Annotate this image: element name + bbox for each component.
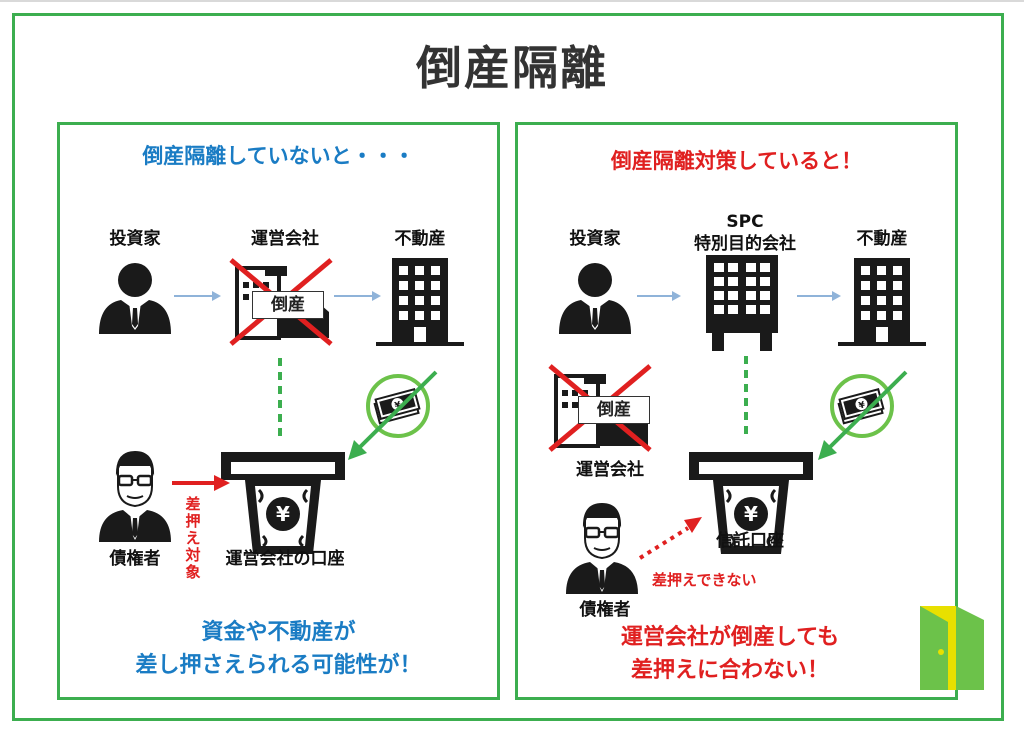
spc-building-icon [706,255,778,351]
property-building-icon [376,258,464,346]
spc-label: SPC [726,212,764,232]
trust-account-label: 信託口座 [716,531,784,551]
creditor-icon [97,449,173,544]
creditor-icon-right [564,501,640,596]
left-panel-heading: 倒産隔離していないと・・・ [142,144,415,168]
company-account-label: 運営会社の口座 [225,549,345,569]
right-panel-heading: 倒産隔離対策していると！ [610,149,863,173]
top-divider [0,0,1024,2]
left-conclusion-line2: 差し押さえられる可能性が！ [135,653,422,678]
creditor-label: 債権者 [109,549,161,569]
atm-account-icon [219,450,347,556]
door-logo-icon [920,606,984,690]
money-icon [366,374,430,438]
left-panel-frame [57,122,500,700]
right-conclusion-line1: 運営会社が倒産しても [620,625,840,650]
right-panel-frame [515,122,958,700]
investor-label-right: 投資家 [569,229,621,249]
seizure-target-label: 差押え対象 [185,495,201,581]
investor-label: 投資家 [109,229,161,249]
company-label: 運営会社 [251,229,319,249]
property-label: 不動産 [394,229,446,249]
spc-subtitle: 特別目的会社 [694,234,796,254]
company-label-right: 運営会社 [576,460,644,480]
page-title: 倒産隔離 [416,41,608,95]
investor-icon-right [559,263,631,334]
property-building-icon-right [838,258,926,346]
bankrupt-tag: 倒産 [252,291,324,319]
no-seizure-label: 差押えできない [652,571,757,589]
money-icon-right [830,374,894,438]
right-conclusion-line2: 差押えに合わない！ [630,658,829,683]
bankrupt-tag-right: 倒産 [578,396,650,424]
property-label-right: 不動産 [856,229,908,249]
creditor-label-right: 債権者 [579,600,631,620]
left-conclusion-line1: 資金や不動産が [201,620,356,645]
outer-frame [12,13,1004,721]
investor-icon [99,263,171,334]
